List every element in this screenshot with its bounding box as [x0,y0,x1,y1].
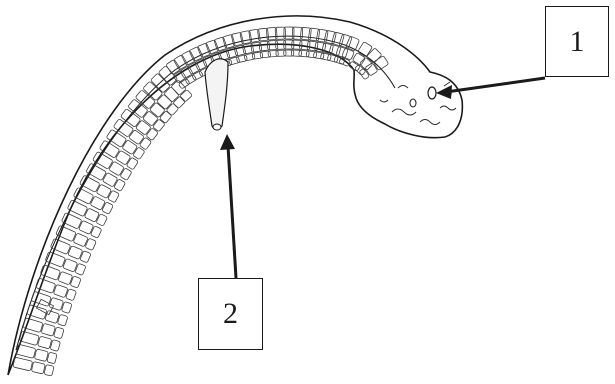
body-segment-cell [126,157,138,170]
body-segment-cell [13,357,33,371]
body-segment-cell [320,53,331,61]
body-segment-cell [58,271,73,285]
body-segment-cell [120,168,132,181]
body-segment-cell [47,352,57,364]
eye-spot [428,87,436,99]
body-segment-cell [164,87,180,103]
label-box-2: 2 [198,278,263,350]
body-segment-cell [136,120,152,135]
arrow-2 [220,134,236,278]
body-segment-cell [90,226,101,238]
body-segment-cell [96,214,108,226]
body-segment-cell [102,202,114,215]
body-segment-cell [63,258,78,272]
body-segment-cell [41,323,55,336]
body-segment-cell [166,103,179,116]
body-segment-cell [34,349,48,362]
body-segment-cell [49,297,64,310]
body-segment-cell [252,52,263,59]
body-segment-cell [114,179,126,192]
label-box-1: 1 [545,6,609,77]
body-segment-cell [53,284,68,297]
body-segment-cell [143,111,159,126]
label-2-text: 2 [223,297,238,331]
body-segment-cell [192,71,204,81]
body-segment-cell [45,310,59,323]
eye-spot-small [410,99,416,107]
body-segment-cell [157,94,173,110]
body-segment-cell [31,362,45,374]
body-segment-cell [133,147,145,160]
label-1-text: 1 [570,25,585,59]
body-segment-cell [150,102,166,117]
body-segment-cell [38,336,52,349]
body-segment-cell [173,96,186,109]
body-segment-cell [108,190,120,203]
body-segment-cell [180,90,193,103]
tube-structure [205,59,228,129]
tube-opening [213,124,221,130]
body-segment-cell [44,365,54,377]
body-segment-cell [159,111,172,124]
body-segment-cell [244,53,255,61]
